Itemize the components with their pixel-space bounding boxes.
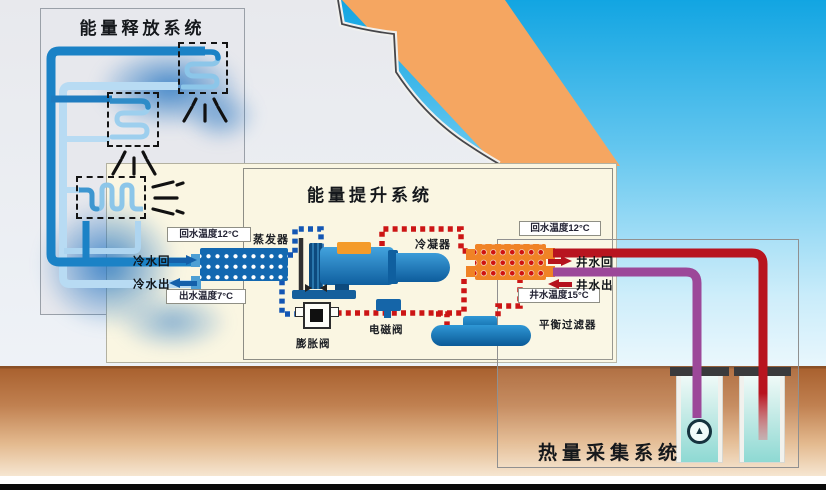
pump-triangle: ▲ xyxy=(694,425,705,437)
collection-system-title: 热量采集系统 xyxy=(537,443,682,464)
balance-filter-label: 平衡过滤器 xyxy=(539,319,597,331)
condenser-tab xyxy=(545,266,555,277)
chilled-supply-temp-tag: 出水温度7°C xyxy=(166,289,246,304)
expansion-valve-bar xyxy=(292,290,356,299)
condenser xyxy=(475,244,546,280)
compressor-collar xyxy=(388,250,398,284)
boost-system-title: 能量提升系统 xyxy=(307,186,433,205)
well-pump-icon: ▲ xyxy=(687,419,712,444)
evaporator-label: 蒸发器 xyxy=(253,234,289,246)
chilled-return-temp-tag: 回水温度12°C xyxy=(167,227,251,242)
expansion-valve-arrow xyxy=(305,284,312,292)
expansion-valve-arrow xyxy=(320,284,327,292)
chilled-return-label: 冷水回 xyxy=(133,256,171,268)
solenoid-valve-stem xyxy=(384,310,391,318)
coil-icon xyxy=(110,98,151,140)
well-return-label: 井水回 xyxy=(576,257,614,269)
flow-arrow-left-icon xyxy=(548,279,572,289)
expansion-valve-core xyxy=(310,309,323,322)
balance-filter-tank xyxy=(431,325,531,346)
solenoid-valve-label: 电磁阀 xyxy=(369,324,404,336)
solenoid-valve-body xyxy=(376,299,401,311)
expansion-valve-label: 膨胀阀 xyxy=(296,338,331,350)
well-ground-temp-tag: 井水温度15°C xyxy=(518,288,600,303)
bottom-black-bar xyxy=(0,484,826,490)
flow-arrow-left-icon xyxy=(169,278,197,288)
condenser-tab xyxy=(466,249,476,260)
fan-coil-unit-3 xyxy=(76,176,146,219)
coil-icon xyxy=(79,182,143,212)
evaporator xyxy=(200,248,288,281)
release-system-title: 能量释放系统 xyxy=(79,19,206,38)
compressor-barrel xyxy=(396,253,450,282)
compressor-foot xyxy=(335,284,349,292)
well-supply-label: 井水出 xyxy=(576,280,614,292)
airflow-icon xyxy=(182,97,228,123)
building-edge-line xyxy=(337,0,500,165)
condenser-tab xyxy=(545,248,555,259)
compressor-top-block xyxy=(337,242,371,254)
flow-arrow-right-icon xyxy=(169,255,197,265)
condenser-label: 冷凝器 xyxy=(415,239,451,251)
coil-icon xyxy=(181,49,221,90)
flow-arrow-right-icon xyxy=(548,256,572,266)
bottom-white-strip xyxy=(0,476,826,484)
ground-line xyxy=(0,366,826,369)
compressor-flange xyxy=(309,243,323,289)
condenser-tab xyxy=(466,266,476,277)
well-return-temp-tag: 回水温度12°C xyxy=(519,221,601,236)
airflow-icon xyxy=(151,180,185,216)
chilled-supply-label: 冷水出 xyxy=(133,279,171,291)
fan-coil-unit-2 xyxy=(107,92,159,147)
fan-coil-unit-1 xyxy=(178,42,228,94)
roof-orange-band xyxy=(342,0,620,166)
airflow-icon xyxy=(111,150,157,176)
